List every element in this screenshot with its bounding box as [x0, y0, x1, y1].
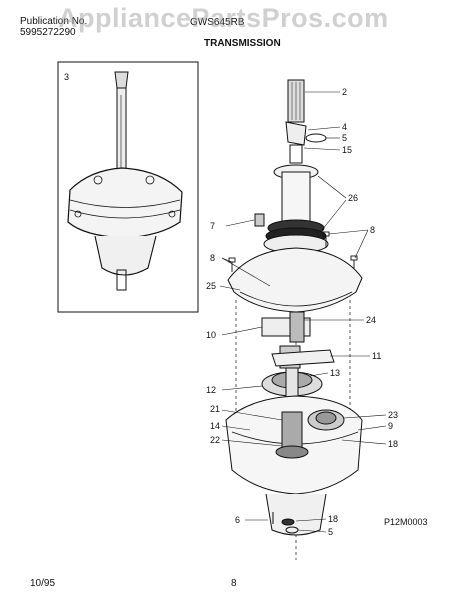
section-title: TRANSMISSION [204, 38, 281, 49]
figure-code: P12M0003 [384, 517, 428, 527]
callout-13: 13 [330, 368, 340, 378]
callout-8b: 8 [210, 253, 215, 263]
callout-22: 22 [210, 435, 220, 445]
callout-18b: 18 [328, 514, 338, 524]
footer-page: 8 [231, 578, 237, 589]
model-number: GWS645RB [190, 17, 245, 28]
publication-number: 5995272290 [20, 27, 76, 38]
callout-18a: 18 [388, 439, 398, 449]
callout-14: 14 [210, 421, 220, 431]
callout-24: 24 [366, 315, 376, 325]
callout-5b: 5 [328, 527, 333, 537]
callout-11: 11 [372, 351, 381, 361]
callout-21: 21 [210, 404, 220, 414]
inset-label: 3 [64, 72, 69, 82]
callout-6: 6 [235, 515, 240, 525]
callout-4: 4 [342, 122, 347, 132]
callout-5a: 5 [342, 133, 347, 143]
callout-12: 12 [206, 385, 216, 395]
main-assembly [225, 79, 363, 560]
watermark: AppliancePartsPros.com [58, 3, 389, 33]
callout-15: 15 [342, 145, 352, 155]
callout-25: 25 [206, 281, 216, 291]
inset-box [57, 61, 199, 313]
callout-10: 10 [206, 330, 216, 340]
callout-23: 23 [388, 410, 398, 420]
callout-2: 2 [342, 87, 347, 97]
callout-8a: 8 [370, 225, 375, 235]
callout-7: 7 [210, 221, 215, 231]
footer-date: 10/95 [30, 578, 56, 589]
callout-labels: 2 4 5 15 26 7 8 8 25 24 10 11 13 12 21 1… [206, 87, 428, 537]
leader-lines [219, 91, 387, 533]
callout-9: 9 [388, 421, 393, 431]
publication-label: Publication No. [20, 16, 88, 27]
callout-26: 26 [348, 193, 358, 203]
